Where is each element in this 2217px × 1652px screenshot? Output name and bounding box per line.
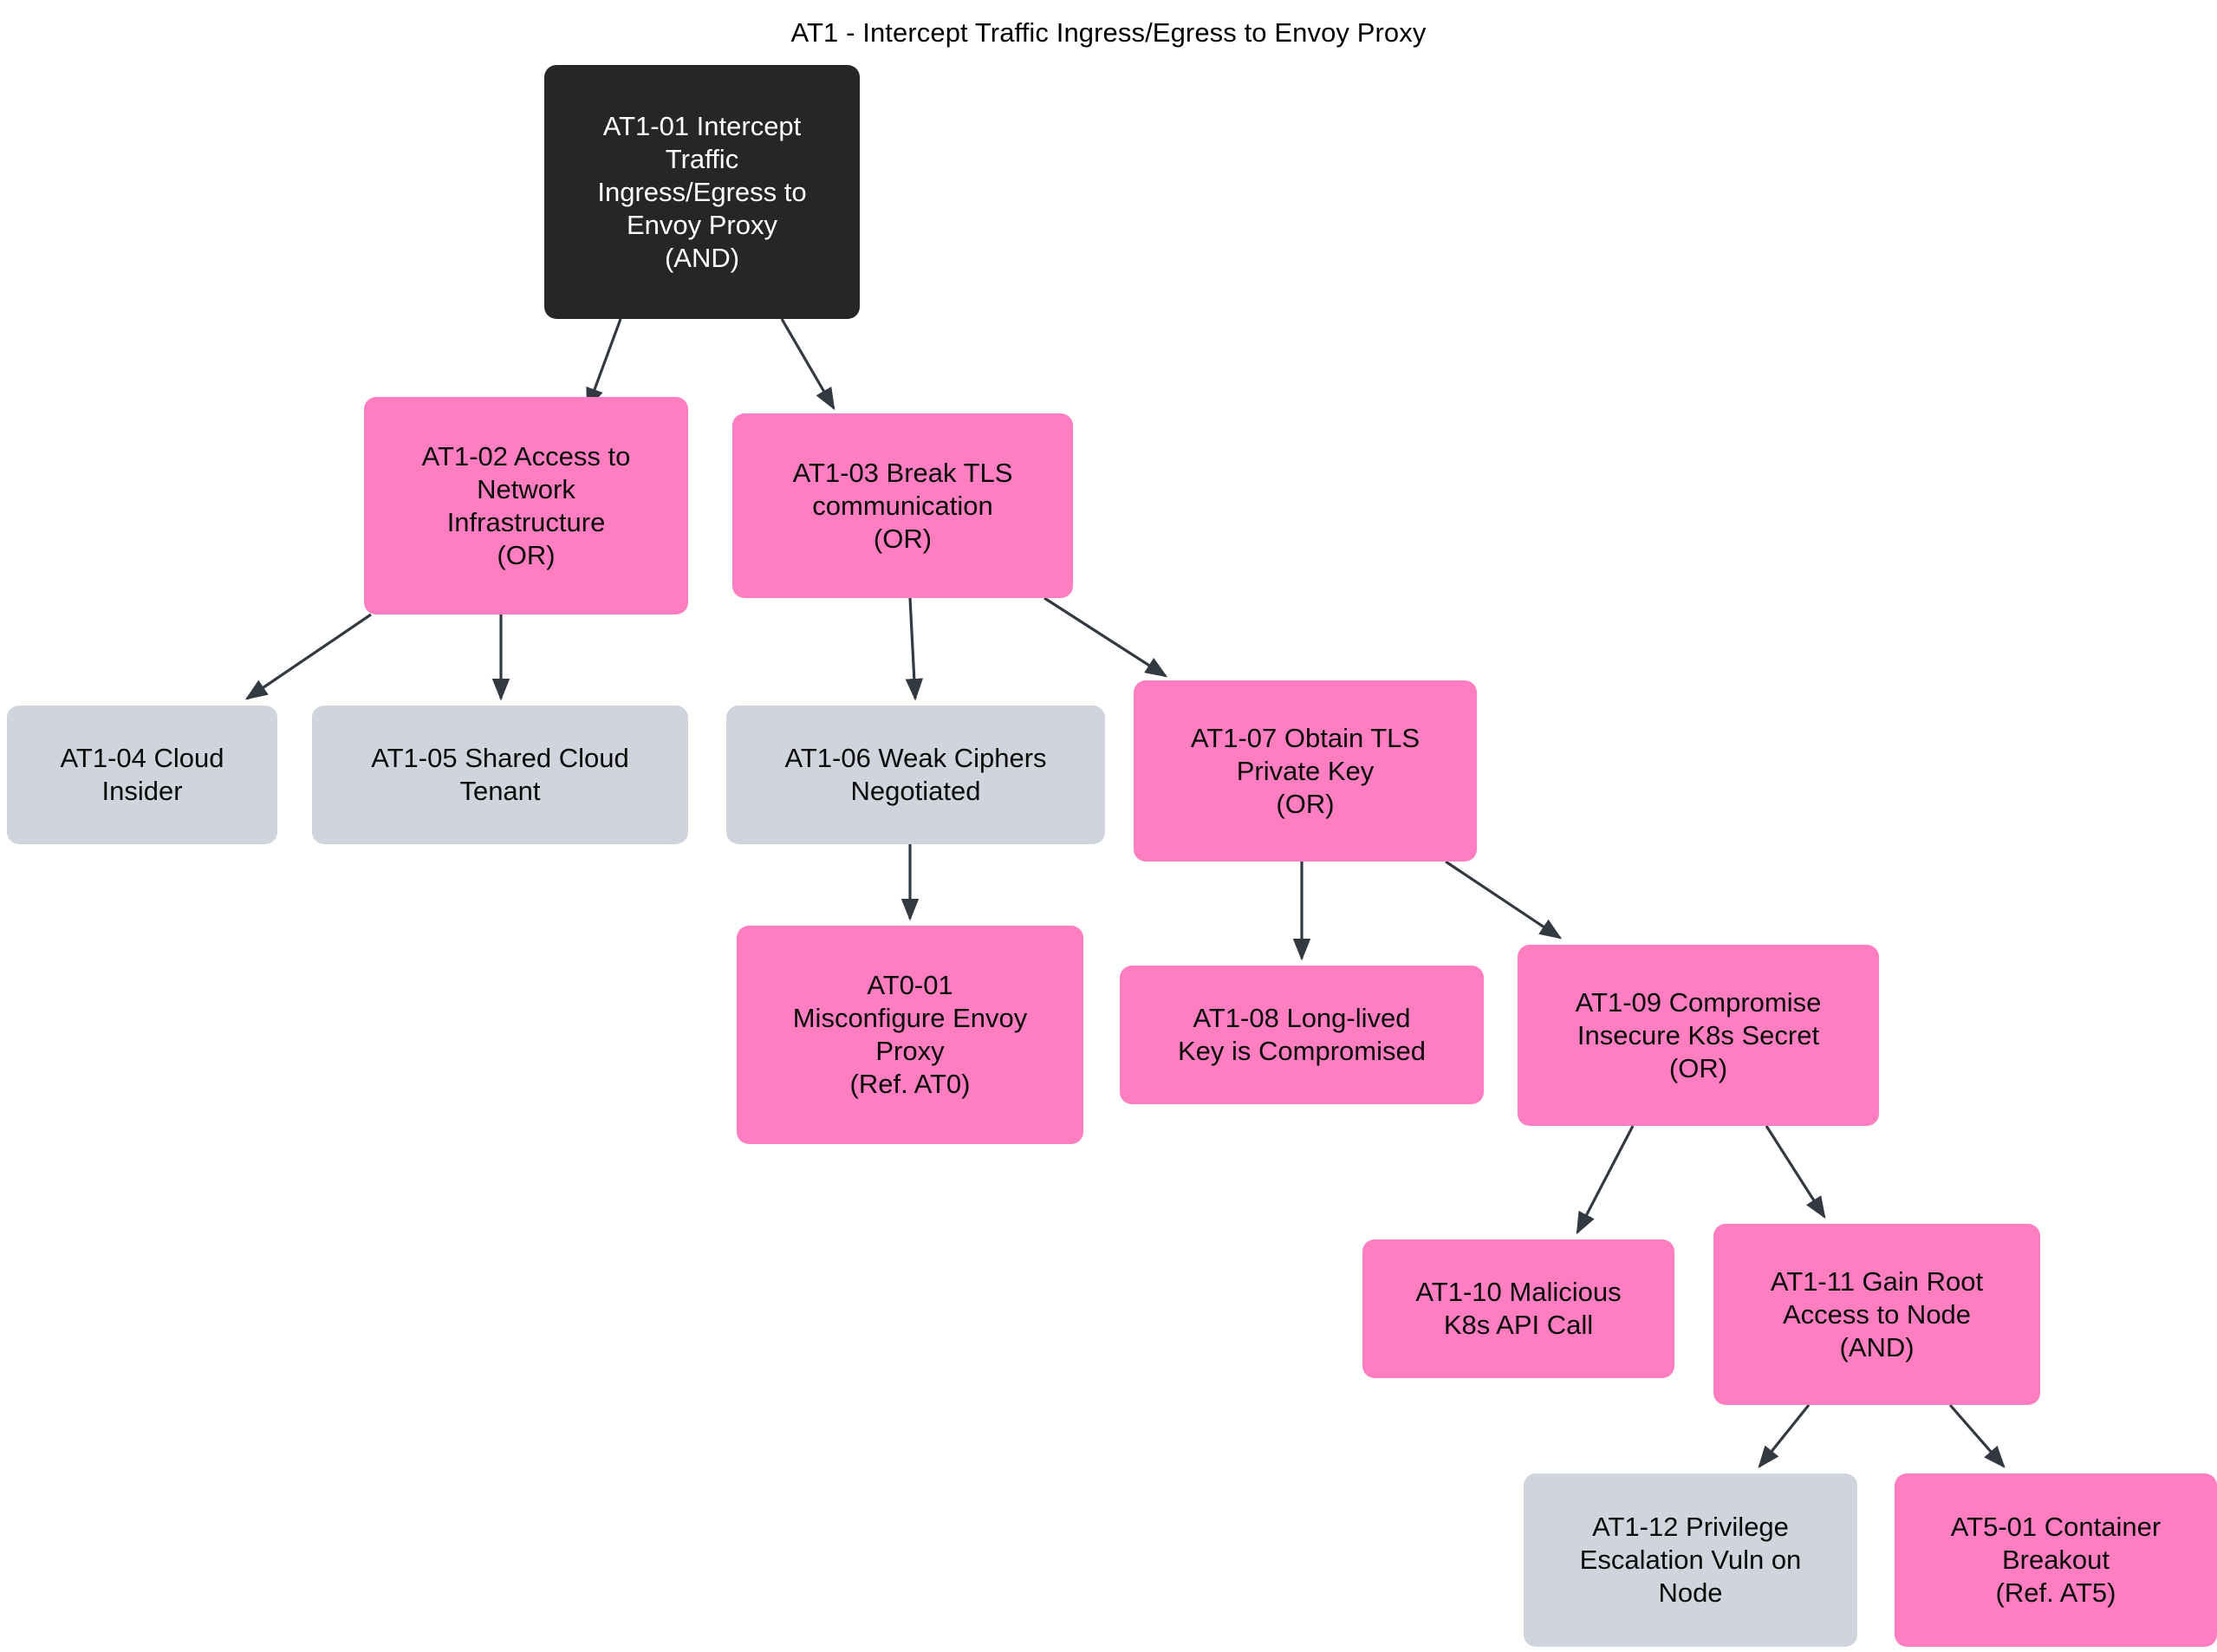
tree-node-at1-12[interactable]: AT1-12 Privilege Escalation Vuln on Node (1524, 1473, 1857, 1647)
tree-node-at1-10[interactable]: AT1-10 Malicious K8s API Call (1362, 1239, 1674, 1378)
tree-node-at1-11[interactable]: AT1-11 Gain Root Access to Node (AND) (1713, 1224, 2040, 1405)
edge-at1-11-to-at1-12 (1758, 1403, 1811, 1468)
edge-at1-07-to-at1-09 (1445, 860, 1563, 940)
edge-at1-11-to-at5-01 (1948, 1403, 2006, 1468)
edge-at1-01-to-at1-02 (586, 318, 622, 411)
tree-node-at1-03[interactable]: AT1-03 Break TLS communication (OR) (732, 413, 1073, 598)
tree-node-at0-01[interactable]: AT0-01 Misconfigure Envoy Proxy (Ref. AT… (737, 926, 1083, 1144)
tree-node-at1-05[interactable]: AT1-05 Shared Cloud Tenant (312, 706, 688, 844)
tree-node-at1-08[interactable]: AT1-08 Long-lived Key is Compromised (1120, 966, 1484, 1104)
tree-node-at1-09[interactable]: AT1-09 Compromise Insecure K8s Secret (O… (1518, 945, 1879, 1126)
tree-node-at1-07[interactable]: AT1-07 Obtain TLS Private Key (OR) (1134, 680, 1477, 862)
edge-at1-02-to-at1-04 (244, 613, 372, 700)
edge-at1-09-to-at1-10 (1576, 1125, 1635, 1235)
edge-at1-03-to-at1-07 (1043, 596, 1168, 678)
tree-node-at5-01[interactable]: AT5-01 Container Breakout (Ref. AT5) (1895, 1473, 2217, 1647)
page-title: AT1 - Intercept Traffic Ingress/Egress t… (790, 17, 1427, 48)
tree-node-at1-02[interactable]: AT1-02 Access to Network Infrastructure … (364, 397, 688, 615)
tree-node-at1-06[interactable]: AT1-06 Weak Ciphers Negotiated (726, 706, 1105, 844)
tree-node-at1-01[interactable]: AT1-01 Intercept Traffic Ingress/Egress … (544, 65, 860, 319)
tree-node-at1-04[interactable]: AT1-04 Cloud Insider (7, 706, 277, 844)
edge-at1-09-to-at1-11 (1765, 1125, 1826, 1219)
edge-at1-03-to-at1-06 (905, 597, 924, 701)
edge-at1-01-to-at1-03 (780, 318, 835, 411)
